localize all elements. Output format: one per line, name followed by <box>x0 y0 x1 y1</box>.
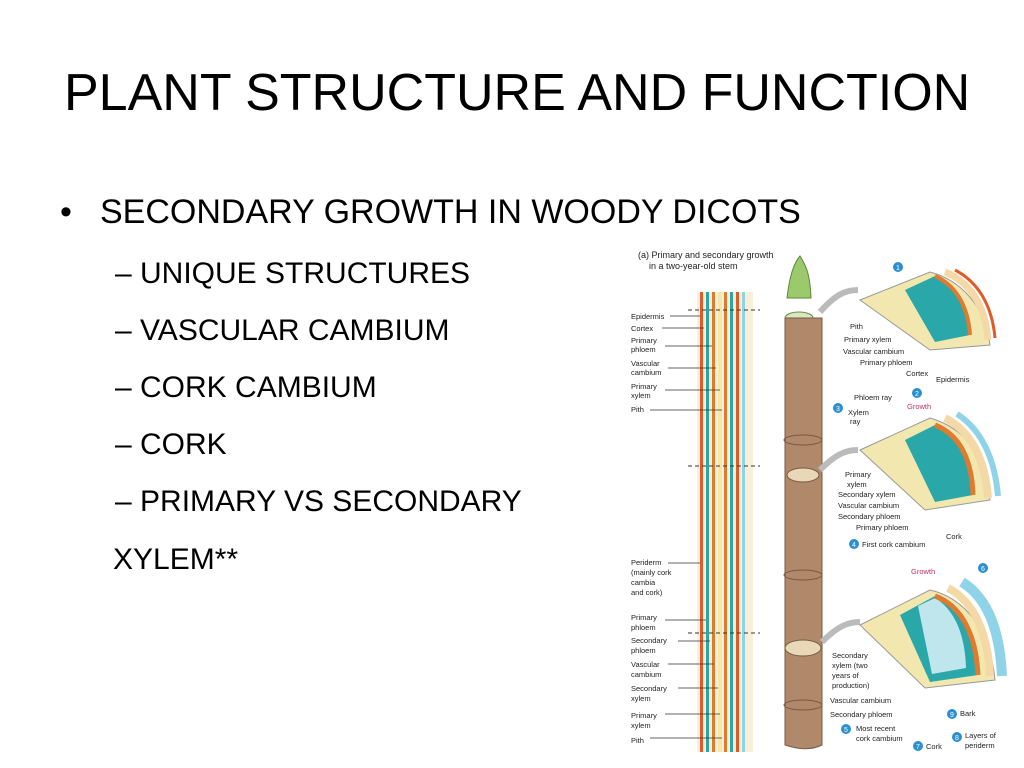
arrow-icon <box>817 447 859 473</box>
wedge-secondary-growth-year1 <box>859 411 1001 511</box>
label-pith: Pith <box>631 405 644 414</box>
label-epidermis: Epidermis <box>631 312 665 321</box>
svg-text:2: 2 <box>915 391 919 398</box>
bullet-dot-icon: • <box>60 193 72 231</box>
wedge1-label-primary-xylem: Primary xylem <box>844 335 892 344</box>
svg-text:3: 3 <box>836 406 840 413</box>
svg-text:xylem (two: xylem (two <box>832 661 868 670</box>
wedge2-label-first-cork-cambium: First cork cambium <box>862 540 925 549</box>
step-badge-icon <box>833 403 843 413</box>
svg-text:9: 9 <box>950 712 954 719</box>
label-secondary-xylem: Secondary <box>631 684 667 693</box>
sub-bullet: – CORK <box>115 428 227 461</box>
label-vascular-cambium-2: Vascular <box>631 660 660 669</box>
sub-bullet: – PRIMARY VS SECONDARY <box>115 485 522 518</box>
svg-text:xylem: xylem <box>631 694 651 703</box>
wedge2-label-secondary-phloem: Secondary phloem <box>838 512 901 521</box>
wedge3-label-secondary-xylem: Secondary <box>832 651 868 660</box>
stem-drawing <box>783 255 823 750</box>
label-secondary-phloem: Secondary <box>631 636 667 645</box>
svg-text:xylem: xylem <box>631 721 651 730</box>
sub-bullet: – VASCULAR CAMBIUM <box>115 314 450 347</box>
svg-text:xylem: xylem <box>631 391 651 400</box>
wedge2-label-primary-phloem: Primary phloem <box>856 523 909 532</box>
label-primary-xylem-2: Primary <box>631 711 657 720</box>
arrow-icon <box>817 287 859 314</box>
svg-text:years of: years of <box>832 671 860 680</box>
label-vascular-cambium: Vascular <box>631 359 660 368</box>
svg-text:5: 5 <box>844 727 848 734</box>
step-badge-icon <box>978 563 988 573</box>
svg-text:1: 1 <box>896 265 900 272</box>
wedge2-label-cork: Cork <box>946 532 962 541</box>
wedge1-label-primary-phloem: Primary phloem <box>860 358 913 367</box>
svg-text:(mainly cork: (mainly cork <box>631 568 672 577</box>
step-badge-icon <box>947 709 957 719</box>
step-badge-icon <box>912 388 922 398</box>
wedge2-label-secondary-xylem: Secondary xylem <box>838 490 896 499</box>
wedge-primary-growth <box>858 268 997 351</box>
svg-text:4: 4 <box>852 542 856 549</box>
main-bullet: • SECONDARY GROWTH IN WOODY DICOTS <box>60 190 801 234</box>
step-badge-icon <box>893 262 903 272</box>
svg-text:cambium: cambium <box>631 368 661 377</box>
svg-text:ray: ray <box>850 417 861 426</box>
sub-bullet: – UNIQUE STRUCTURES <box>115 257 471 290</box>
wedge3-label-layers-of-periderm: Layers of <box>965 731 997 740</box>
svg-text:cork cambium: cork cambium <box>856 734 903 743</box>
wedge1-label-pith: Pith <box>850 322 863 331</box>
step-badge-icon <box>849 539 859 549</box>
svg-text:8: 8 <box>955 735 959 742</box>
svg-text:phloem: phloem <box>631 646 656 655</box>
stem-growth-figure: Epidermis Cortex Primary phloem Vascular… <box>631 255 1007 752</box>
svg-text:periderm: periderm <box>965 741 995 750</box>
label-primary-phloem: Primary <box>631 336 657 345</box>
svg-text:and cork): and cork) <box>631 588 663 597</box>
wedge2-label-vascular-cambium: Vascular cambium <box>838 501 899 510</box>
slide-title: PLANT STRUCTURE AND FUNCTION <box>64 64 971 122</box>
figure-caption: (a) Primary and secondary growth in a tw… <box>638 250 774 271</box>
arrow-icon <box>819 619 861 645</box>
wedge1-label-epidermis: Epidermis <box>936 375 970 384</box>
label-cortex: Cortex <box>631 324 653 333</box>
wedge2-label-primary-xylem: Primary <box>845 470 871 479</box>
wedge3-label-secondary-phloem: Secondary phloem <box>830 710 893 719</box>
wedge2-label-xylem-ray: Xylem <box>848 408 869 417</box>
wedge3-label-cork: Cork <box>926 742 942 751</box>
main-bullet-text: SECONDARY GROWTH IN WOODY DICOTS <box>100 193 801 231</box>
stem-section-stripes <box>688 292 760 752</box>
sub-bullet: – CORK CAMBIUM <box>115 371 377 404</box>
wedge3-label-growth: Growth <box>911 567 935 576</box>
svg-text:cambium: cambium <box>631 670 661 679</box>
wedge1-label-vascular-cambium: Vascular cambium <box>843 347 904 356</box>
svg-text:phloem: phloem <box>631 345 656 354</box>
wedge2-label-growth: Growth <box>907 402 931 411</box>
label-primary-phloem-2: Primary <box>631 613 657 622</box>
svg-text:xylem: xylem <box>847 480 867 489</box>
wedge3-label-most-recent-cork-cambium: Most recent <box>856 724 896 733</box>
svg-text:7: 7 <box>916 744 920 751</box>
sub-bullet-continuation: XYLEM** <box>113 543 239 576</box>
svg-text:production): production) <box>832 681 870 690</box>
step-badge-icon <box>952 732 962 742</box>
label-pith-2: Pith <box>631 736 644 745</box>
step-badge-icon <box>841 724 851 734</box>
svg-text:phloem: phloem <box>631 623 656 632</box>
step-badge-icon <box>913 741 923 751</box>
wedge1-label-cortex: Cortex <box>906 369 928 378</box>
wedge2-label-phloem-ray: Phloem ray <box>854 393 892 402</box>
wedge3-label-bark: Bark <box>960 709 976 718</box>
label-periderm: Periderm <box>631 558 661 567</box>
svg-text:6: 6 <box>981 566 985 573</box>
wedge-secondary-growth-year2 <box>859 577 1007 689</box>
svg-text:cambia: cambia <box>631 578 656 587</box>
label-primary-xylem: Primary <box>631 382 657 391</box>
wedge3-label-vascular-cambium: Vascular cambium <box>830 696 891 705</box>
